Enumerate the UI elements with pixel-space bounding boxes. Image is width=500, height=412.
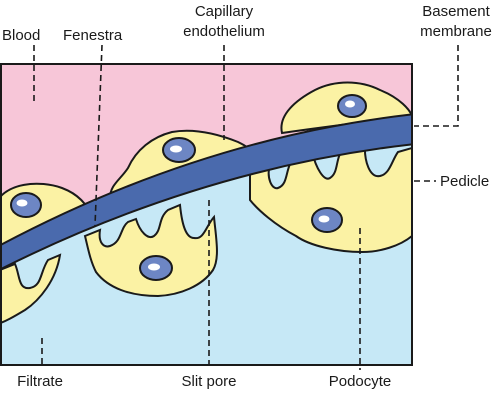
label-capillary-line1: Capillary [195, 3, 254, 20]
nuclei [10, 94, 367, 281]
podocyte-right [249, 142, 412, 254]
label-podocyte: Podocyte [329, 373, 392, 390]
label-fenestra: Fenestra [63, 27, 123, 44]
podocyte-middle [83, 203, 218, 298]
label-basement-line2: membrane [420, 23, 492, 40]
basement-membrane [1, 113, 412, 271]
label-slit-pore: Slit pore [181, 373, 236, 390]
label-capillary-line2: endothelium [183, 23, 265, 40]
podocyte-left [1, 253, 62, 324]
label-pedicle: Pedicle [440, 173, 489, 190]
label-blood: Blood [2, 27, 40, 44]
label-filtrate: Filtrate [17, 373, 63, 390]
diagram-frame [0, 63, 413, 366]
leader-lines [33, 44, 459, 370]
label-basement-line1: Basement [422, 3, 490, 20]
